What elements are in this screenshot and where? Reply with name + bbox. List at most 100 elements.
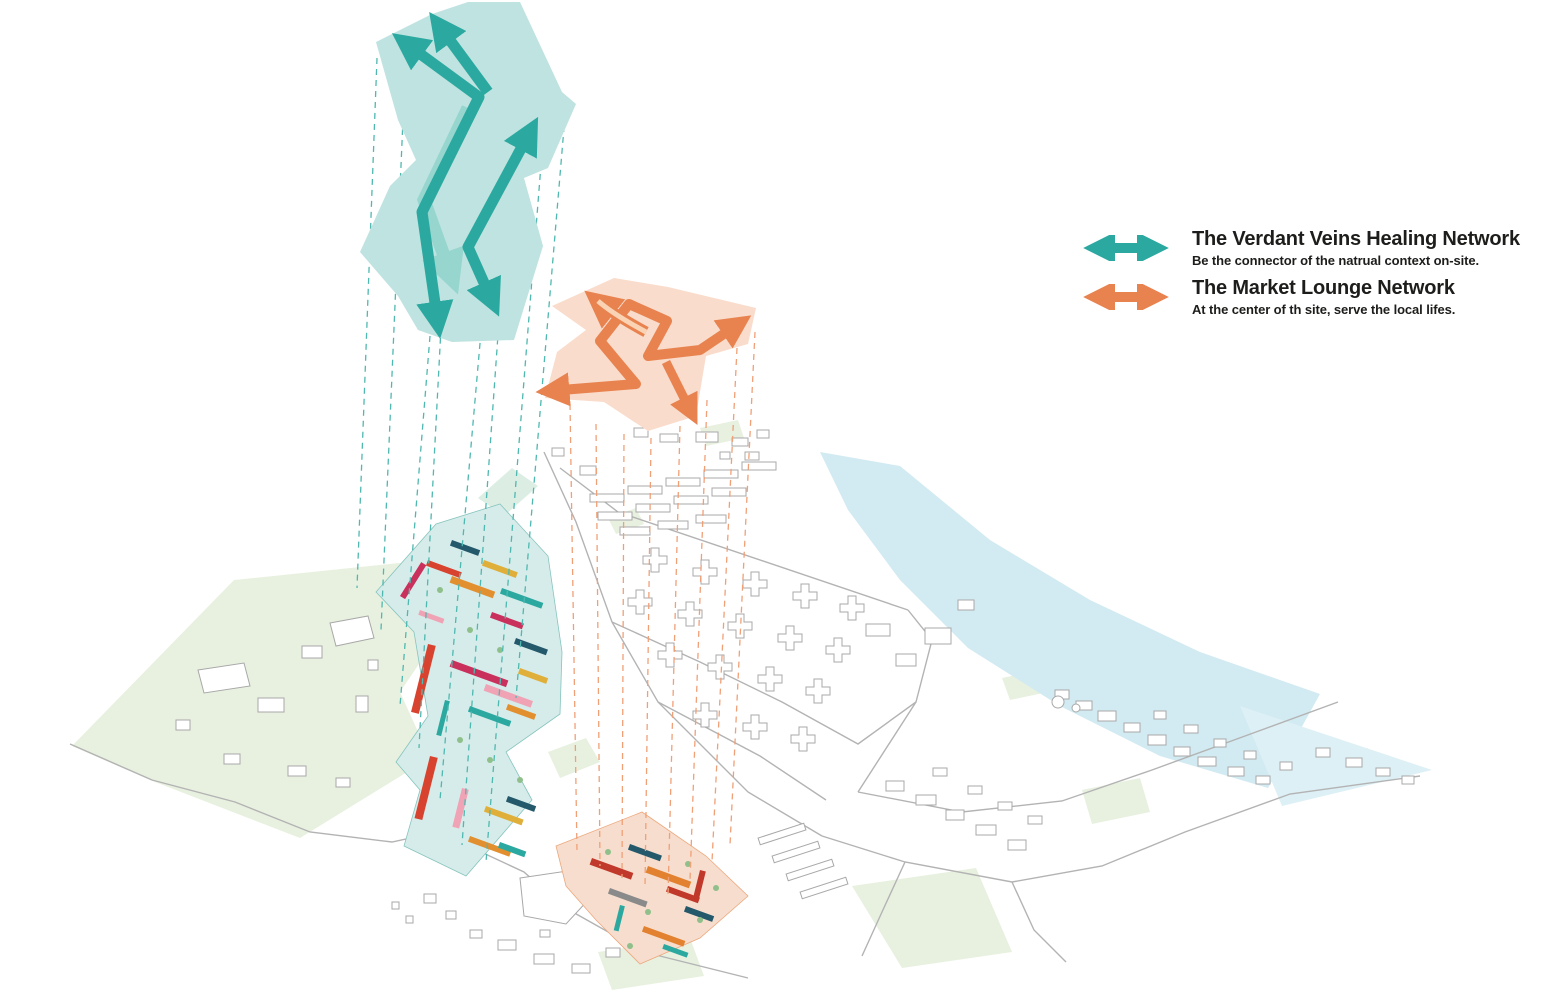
building-outline [223,753,241,765]
building-outline [692,559,718,585]
tree [497,647,503,653]
building-outline [391,901,400,910]
verdant-zone-bars [400,540,549,858]
building-outline [1315,747,1331,758]
program-bar [400,562,427,600]
building-outline [744,451,760,461]
verdant-zone-area [375,503,563,877]
program-bar [505,704,537,720]
legend-title-market: The Market Lounge Network [1192,277,1455,299]
road [1011,881,1067,963]
legend: The Verdant Veins Healing Network Be the… [1078,228,1548,326]
building-outline [741,461,777,471]
program-bar [497,842,527,858]
building-outline [975,824,997,836]
projection-line [729,331,756,846]
building-outline [633,427,649,438]
orange-projection-lines [569,331,756,897]
building-outline [924,627,952,645]
green-patch [608,508,644,534]
road [861,861,906,957]
market-arrow [535,299,752,407]
legend-item-verdant: The Verdant Veins Healing Network Be the… [1078,228,1548,268]
market-zone [555,811,749,965]
building-outline [915,794,937,806]
tree [457,737,463,743]
river [820,452,1320,788]
building-outline [657,520,689,530]
building-outline [692,702,718,728]
building-outline [945,809,965,821]
building-outline [445,910,457,920]
program-bar [449,576,496,599]
tree [437,587,443,593]
building-outline [1243,750,1257,760]
building-outline [533,953,555,965]
building-outline [757,666,783,692]
building-outline [1051,695,1065,709]
projection-line [667,425,681,897]
building-cluster-central [627,547,975,752]
projection-line [439,331,482,801]
verdant-arrow [462,116,539,317]
building-outline [571,963,591,974]
program-bar [449,660,509,688]
building-outline [635,503,671,513]
building-outline [785,858,835,882]
road [543,451,823,837]
building-outline [1183,724,1199,734]
legend-subtitle-market: At the center of th site, serve the loca… [1192,302,1456,317]
water-body [820,452,1432,806]
building-outline [805,678,831,704]
building-outline [932,767,948,777]
building-outline [367,659,379,671]
building-outline [405,915,414,924]
building-outline [605,947,621,958]
verdant-arrow [429,11,493,96]
legend-subtitle-verdant: Be the connector of the natrual context … [1192,253,1480,268]
program-bar [414,756,438,821]
building-outline [1213,738,1227,748]
road [857,609,933,793]
program-bar [467,706,512,727]
program-bar [425,560,462,578]
program-bar [436,700,450,737]
tree [645,909,651,915]
program-bar [607,888,648,908]
building-outline [1153,710,1167,720]
building-outline [967,785,983,795]
building-outline [756,429,770,439]
program-bar [513,638,548,656]
building-outline [665,477,701,487]
program-bar [505,796,537,812]
program-bar [692,870,706,901]
building-outline [1173,746,1191,757]
building-outline [659,433,679,443]
market-arrow [661,359,698,425]
building-outline [469,929,483,939]
projection-line [689,399,708,881]
program-bar [517,668,549,684]
building-cluster-north [551,427,777,536]
tree [697,917,703,923]
tree [685,861,691,867]
market-zone-trees [605,849,719,949]
building-cluster-southeast [757,767,1043,900]
tree [605,849,611,855]
building-outline [1027,815,1043,825]
program-bar [467,836,512,857]
projection-line [569,403,578,853]
program-bar [641,926,686,947]
program-bar [665,886,700,904]
building-outline [885,780,905,792]
building-outline [497,939,517,951]
building-outline [355,695,369,713]
green-patch [548,738,600,778]
road [69,743,439,843]
road [857,701,1339,813]
building-outline [657,642,683,668]
projection-line [356,57,378,589]
program-bar [418,610,445,624]
water-inlet [1240,706,1432,806]
